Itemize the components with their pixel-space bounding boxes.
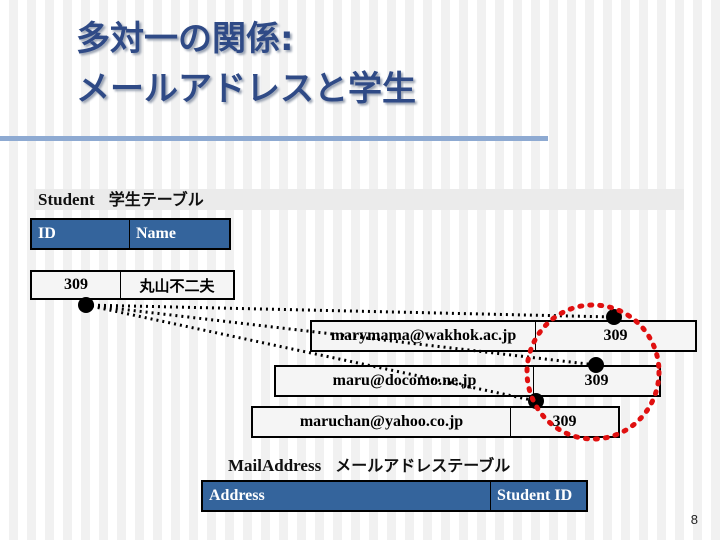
link-lines <box>85 303 615 403</box>
mail-student-id-cell-1: 309 <box>535 322 695 350</box>
student-table-header: ID Name <box>30 218 231 250</box>
title-underline <box>0 136 548 141</box>
student-id-cell: 309 <box>64 276 88 293</box>
page-number: 8 <box>690 512 698 527</box>
mail-address-cell-1: marymama@wakhok.ac.jp <box>330 327 517 344</box>
mail-table-caption: MailAddress メールアドレステーブル <box>228 452 510 476</box>
student-table-name-jp: 学生テーブル <box>108 190 204 209</box>
highlight-ellipse <box>524 302 662 442</box>
slide-title-line-2: メールアドレスと学生 <box>76 69 416 109</box>
student-table-caption: Student 学生テーブル <box>38 186 204 210</box>
student-header-id: ID <box>38 225 56 242</box>
mail-table-name: MailAddress <box>228 456 322 475</box>
mail-row-1: marymama@wakhok.ac.jp 309 <box>310 320 697 352</box>
mail-student-id-cell-3: 309 <box>510 408 618 436</box>
mail-key-dot-1 <box>606 309 622 325</box>
student-header-name: Name <box>129 220 229 248</box>
mail-table-header: Address Student ID <box>201 480 588 512</box>
mail-key-dot-2 <box>588 357 604 373</box>
link-line-1 <box>85 303 615 319</box>
student-section-band <box>34 189 684 210</box>
student-name-cell: 丸山不二夫 <box>120 272 233 298</box>
mail-address-cell-2: maru@docomo.ne.jp <box>332 372 477 389</box>
link-line-2 <box>85 303 597 367</box>
student-key-dot <box>78 297 94 313</box>
link-line-3 <box>85 303 537 403</box>
student-table-name: Student <box>38 190 95 209</box>
slide-title-line-1: 多対一の関係: <box>76 19 294 59</box>
mail-row-3: maruchan@yahoo.co.jp 309 <box>251 406 620 438</box>
mail-student-id-cell-2: 309 <box>533 367 659 395</box>
mail-address-cell-3: maruchan@yahoo.co.jp <box>299 413 464 430</box>
mail-header-address: Address <box>209 487 265 504</box>
student-table-row: 309 丸山不二夫 <box>30 270 235 300</box>
mail-table-name-jp: メールアドレステーブル <box>335 456 511 475</box>
mail-header-student-id: Student ID <box>490 482 586 510</box>
slide-title: 多対一の関係: メールアドレスと学生 <box>76 14 416 114</box>
